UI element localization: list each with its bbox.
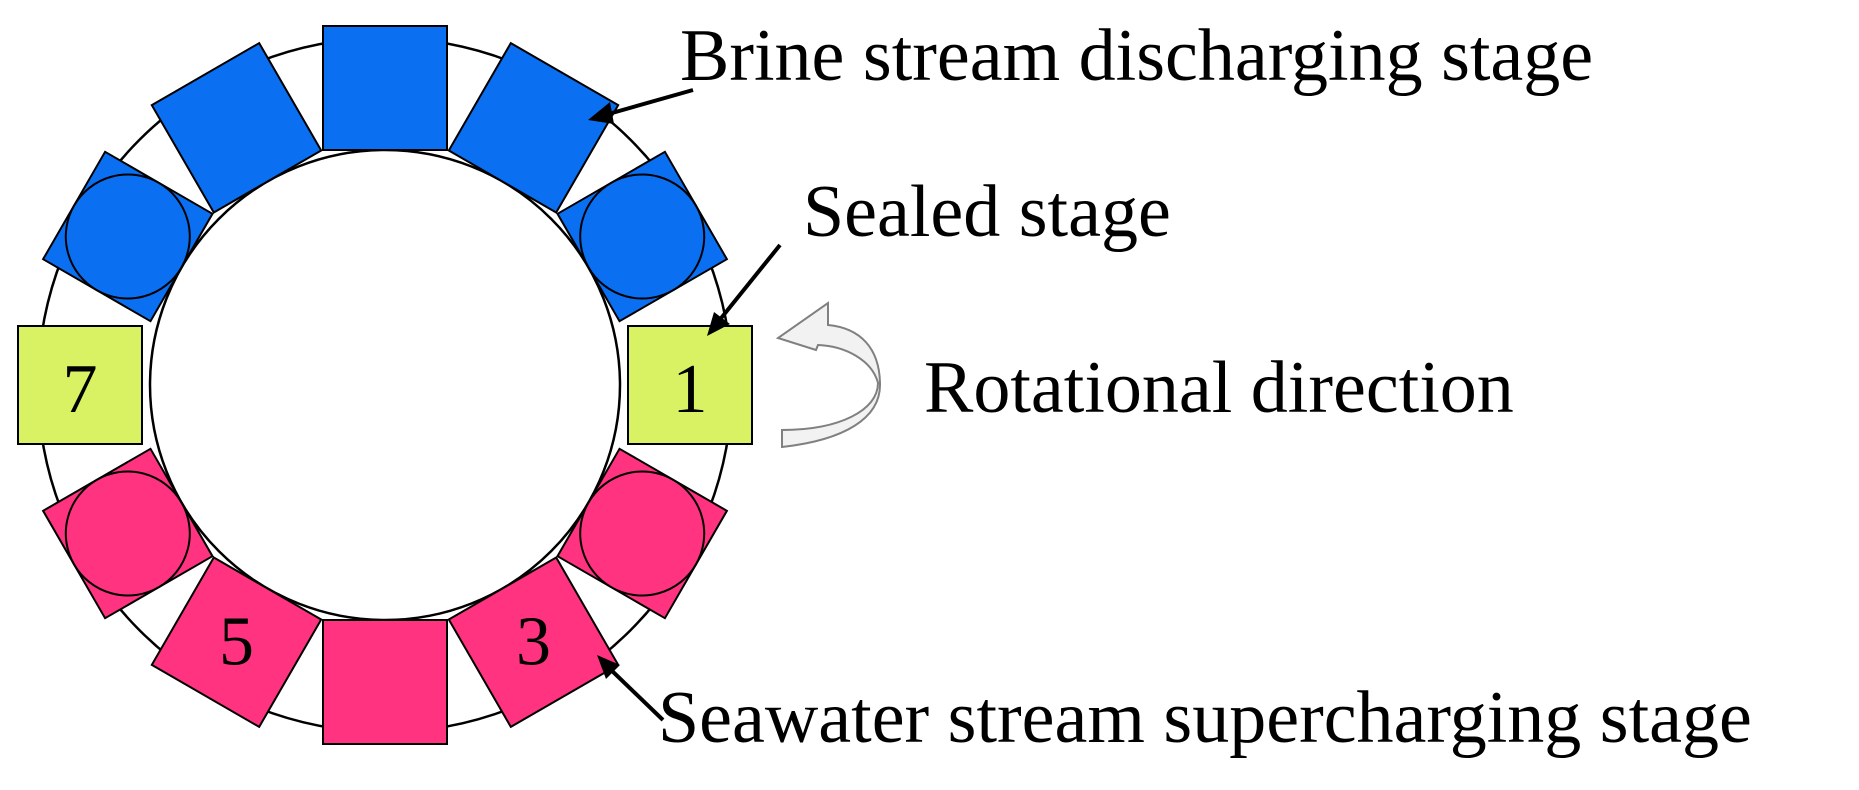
brine-chambers — [41, 25, 729, 323]
chamber-number-3: 3 — [516, 604, 551, 681]
sealed-chamber-left — [17, 325, 143, 445]
seawater-chamber — [322, 619, 448, 745]
brine-chamber — [41, 150, 214, 323]
chamber-number-5: 5 — [219, 604, 254, 681]
pointer-lines — [588, 88, 782, 722]
seawater-chamber — [556, 447, 729, 620]
seawater-chambers — [41, 447, 729, 745]
brine-stage-label: Brine stream discharging stage — [680, 15, 1593, 97]
brine-chamber — [447, 41, 620, 214]
brine-chamber — [556, 150, 729, 323]
seawater-stage-label: Seawater stream supercharging stage — [658, 677, 1752, 759]
sealed-chamber-right — [627, 325, 753, 445]
sealed-stage-label: Sealed stage — [803, 171, 1171, 253]
brine-chamber — [150, 41, 323, 214]
seawater-chamber — [41, 447, 214, 620]
chamber-number-7: 7 — [63, 351, 98, 428]
rotational-direction-label: Rotational direction — [924, 347, 1514, 429]
chamber-number-1: 1 — [673, 351, 708, 428]
rotation-arrow-body — [775, 301, 882, 449]
seawater-chamber — [447, 556, 620, 729]
brine-chamber — [322, 25, 448, 151]
sealed-chambers — [17, 325, 753, 445]
seawater-chamber — [150, 556, 323, 729]
